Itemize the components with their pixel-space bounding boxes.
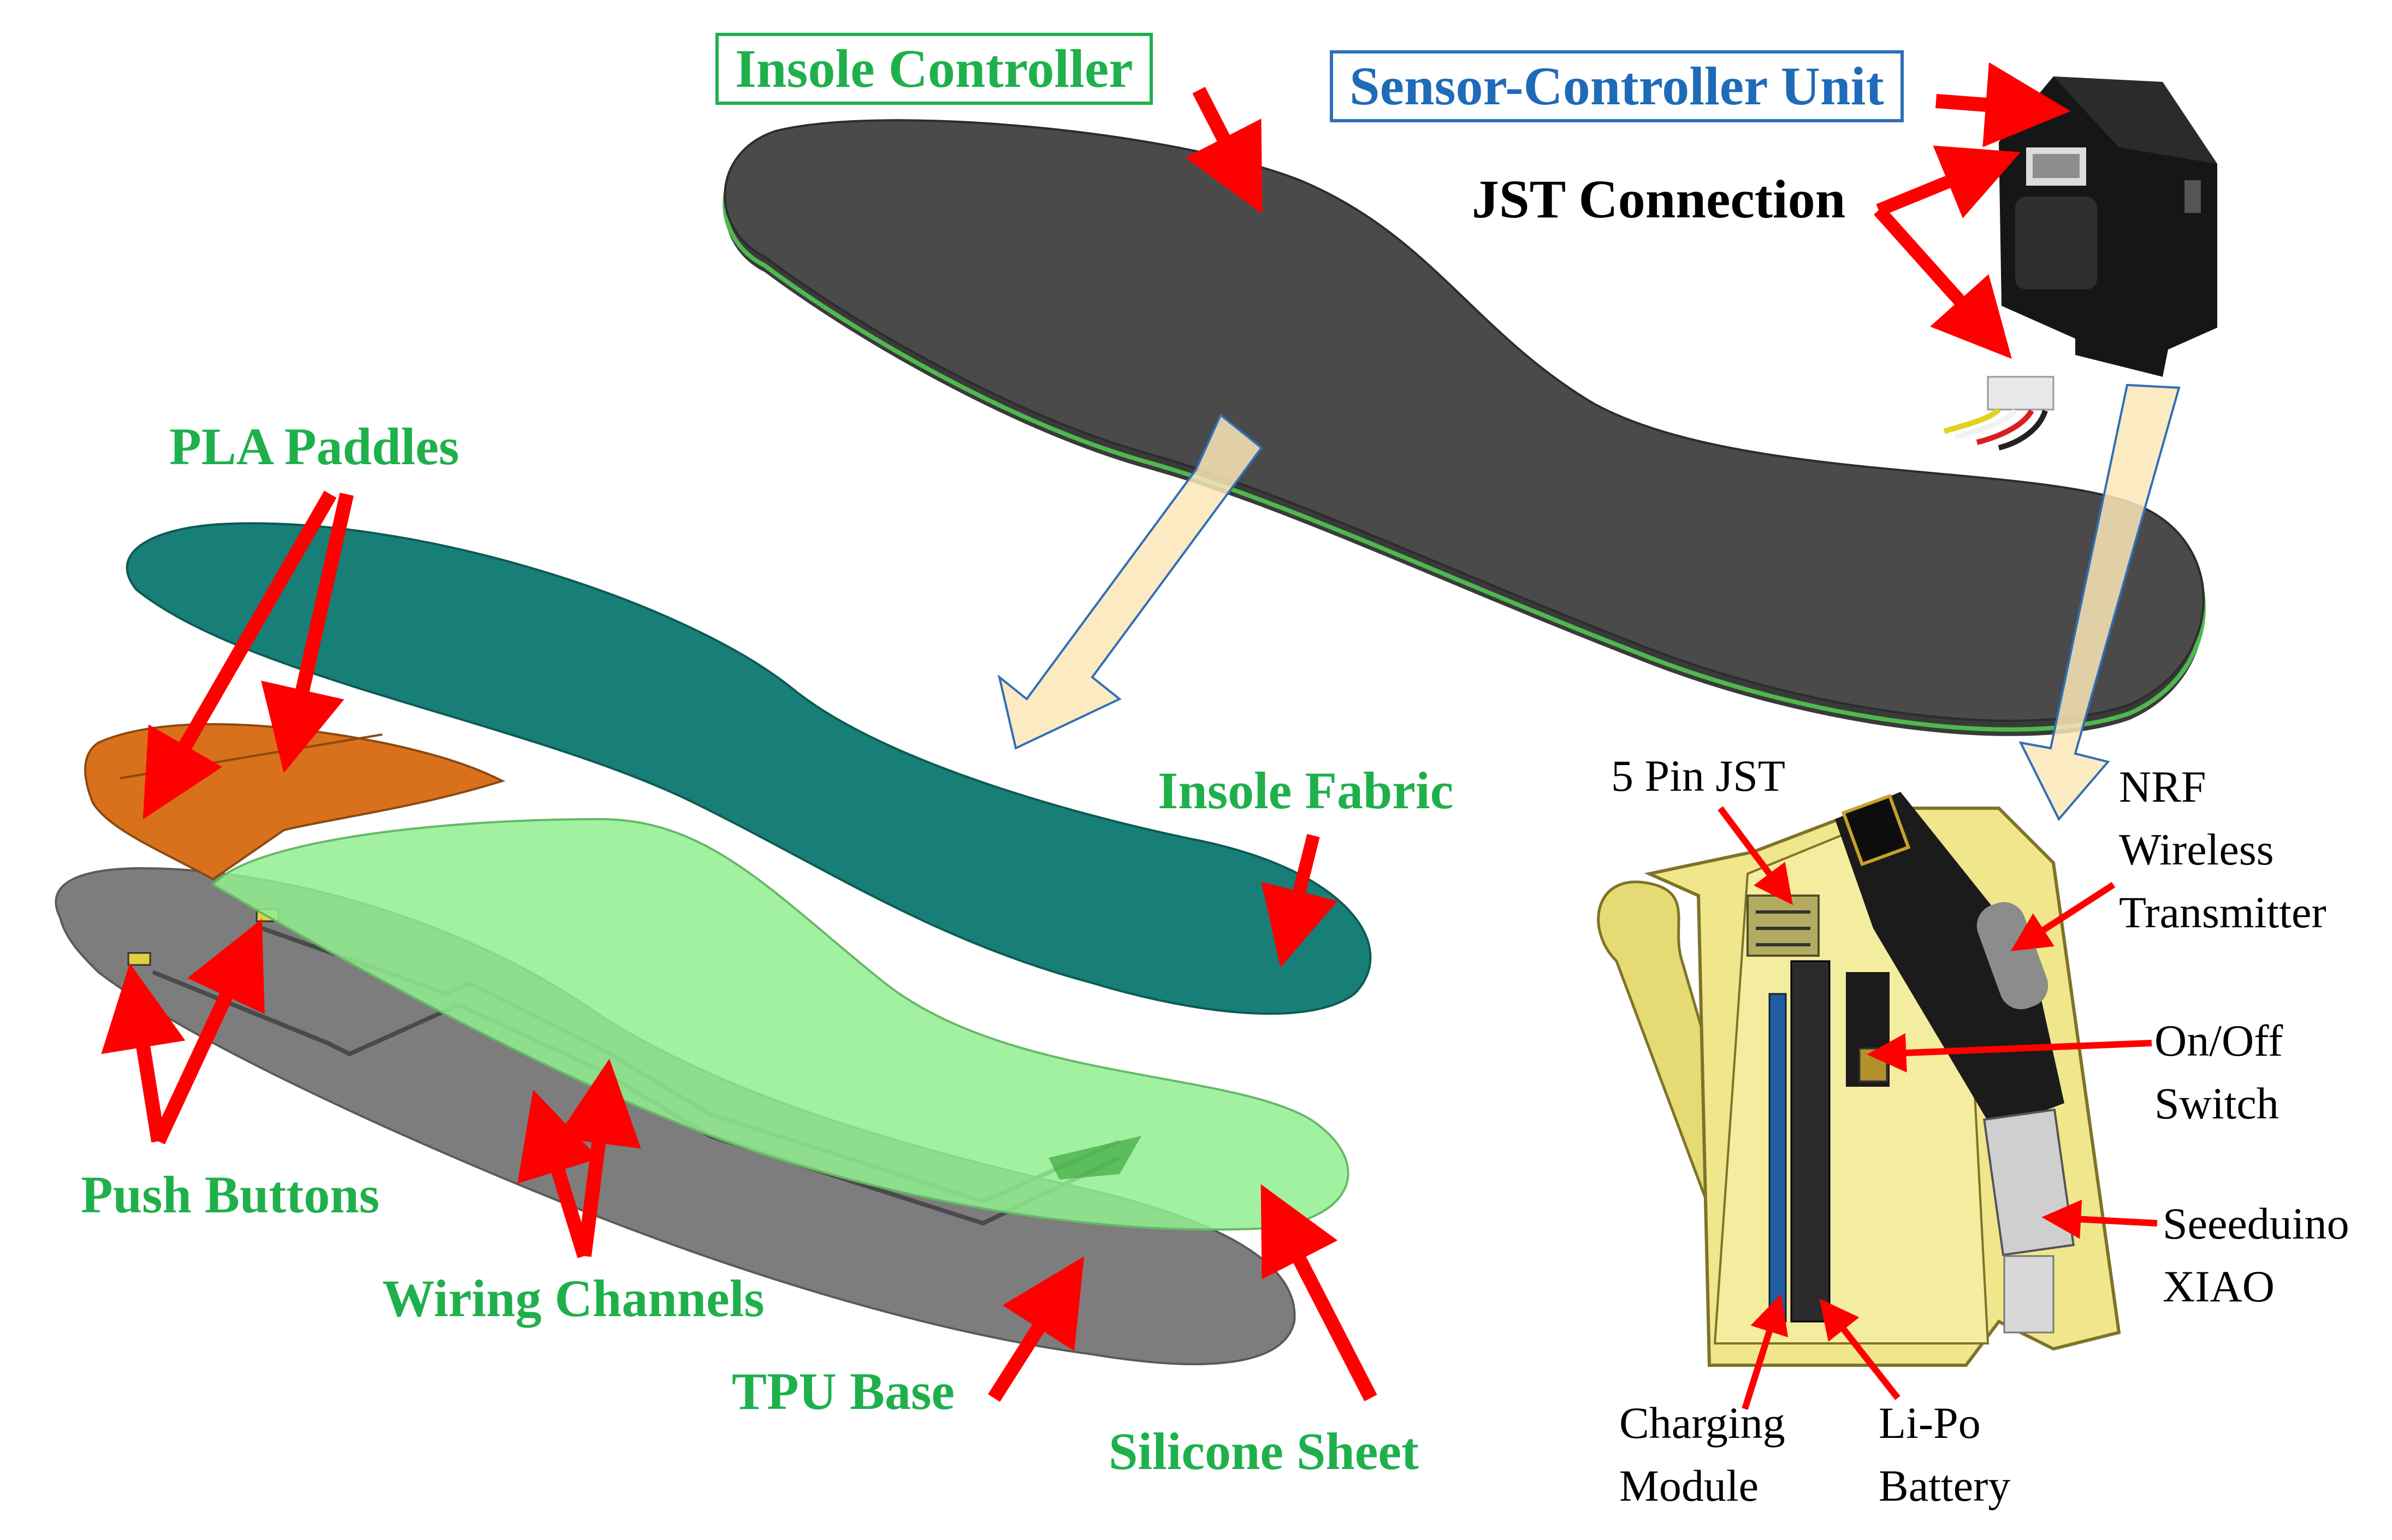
label-lipo-line2: Battery [1879,1461,2011,1511]
label-silicone-sheet: Silicone Sheet [1109,1422,1419,1480]
label-tpu-base: TPU Base [732,1362,955,1420]
insole-controller-top-surface [724,119,2205,722]
arrow-wiring-channel-2 [556,1058,641,1257]
label-lipo-line1: Li-Po [1879,1398,1981,1448]
arrow-insole-fabric [1261,834,1338,968]
silicone-sheet-graphic [211,818,1349,1231]
arrow-pla-paddle-1 [143,490,337,820]
label-insole-fabric: Insole Fabric [1158,761,1454,820]
arrow-seeeduino [2041,1199,2158,1239]
label-charging-line2: Module [1619,1461,1759,1511]
arrow-sensor-controller-unit [1935,62,2071,147]
insole-controller-graphic [723,119,2206,736]
arrow-silicone-sheet [1260,1184,1377,1401]
label-seeeduino-line2: XIAO [2163,1261,2275,1311]
label-jst-connection: JST Connection [1472,169,1846,229]
flow-arrow-right [2018,383,2181,821]
arrow-charging-module [1742,1294,1789,1410]
arrow-nrf [2010,881,2116,951]
arrow-5-pin-jst [1718,806,1793,905]
label-nrf-line2: Wireless [2119,825,2274,874]
sensor-controller-unit-graphic [1943,76,2217,451]
arrow-onoff-switch [1867,1033,2152,1073]
arrow-lipo-battery [1819,1299,1900,1400]
arrow-push-button-1 [101,963,186,1143]
arrow-jst-connection-up [1876,145,2021,218]
label-nrf-line1: NRF [2119,762,2206,812]
push-button-left [127,952,151,966]
label-wiring-channels: Wiring Channels [382,1269,765,1328]
label-charging-line1: Charging [1619,1398,1785,1448]
insole-fabric-graphic [126,522,1372,1015]
arrow-wiring-channel-1 [517,1089,599,1258]
red-arrows [101,62,2158,1410]
arrow-pla-paddle-2 [260,493,354,773]
arrow-push-button-2 [152,919,265,1145]
label-onoff-line2: Switch [2154,1079,2279,1128]
label-sensor-controller-unit: Sensor-Controller Unit [1330,50,1904,122]
flow-arrow-left [997,413,1263,750]
label-push-buttons: Push Buttons [81,1165,380,1224]
label-pla-paddles: PLA Paddles [169,417,459,476]
label-onoff-line1: On/Off [2154,1016,2283,1065]
label-nrf-line3: Transmitter [2119,887,2326,937]
arrow-jst-connection-down [1874,205,2012,359]
label-5-pin-jst: 5 Pin JST [1611,751,1785,801]
label-seeeduino-line1: Seeeduino [2163,1199,2349,1248]
label-insole-controller: Insole Controller [715,33,1153,105]
enclosure-detail-graphic [1597,792,2121,1367]
arrow-insole-controller [1185,87,1263,214]
arrow-tpu-base [988,1256,1085,1402]
